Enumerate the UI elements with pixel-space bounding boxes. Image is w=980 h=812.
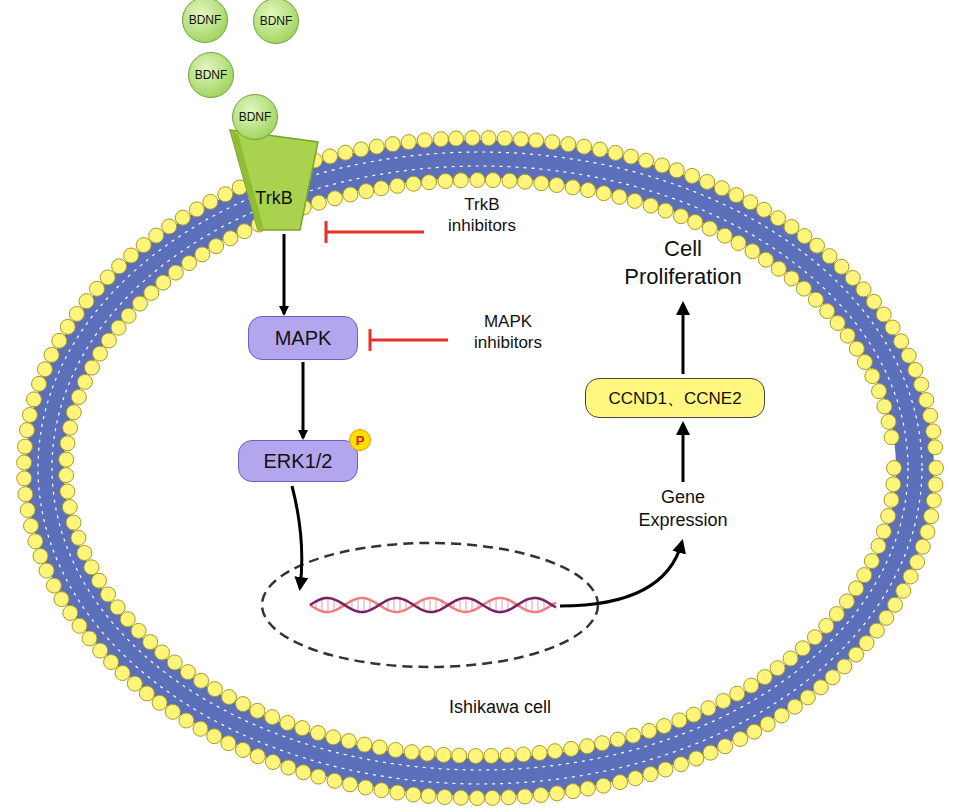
kinase-box: ERK1/2P [238, 440, 358, 482]
node-text: P [356, 434, 365, 447]
pathway-arrow [283, 234, 286, 314]
nucleus-outline [262, 543, 598, 667]
node-text: BDNF [195, 68, 228, 82]
node-text: ERK1/2 [264, 450, 333, 473]
pathway-arrow [302, 362, 305, 438]
node-text: BDNF [260, 14, 293, 28]
node-text: CCND1、CCNE2 [608, 387, 741, 410]
ligand-circle: BDNF [253, 0, 299, 44]
node-text: BDNF [189, 13, 222, 27]
ligand-circle: BDNF [188, 52, 234, 98]
receptor-shape: TrkB [228, 128, 320, 232]
annotation-label: Gene Expression [628, 486, 738, 531]
gene-box: CCND1、CCNE2 [585, 378, 765, 418]
kinase-box: MAPK [248, 316, 358, 360]
receptor-outline [228, 128, 320, 232]
dna-helix [310, 598, 556, 612]
ligand-circle: BDNF [182, 0, 228, 43]
phosphate-circle: P [349, 429, 371, 451]
node-text: Ishikawa cell [449, 697, 551, 718]
ligand-circle: BDNF [232, 94, 278, 140]
annotation-label: TrkB inhibitors [432, 194, 532, 237]
node-text: BDNF [239, 110, 272, 124]
annotation-label: Cell Proliferation [613, 235, 753, 290]
annotation-label: MAPK inhibitors [458, 311, 558, 354]
node-text: MAPK [275, 327, 332, 350]
node-text: TrkB [255, 188, 292, 209]
